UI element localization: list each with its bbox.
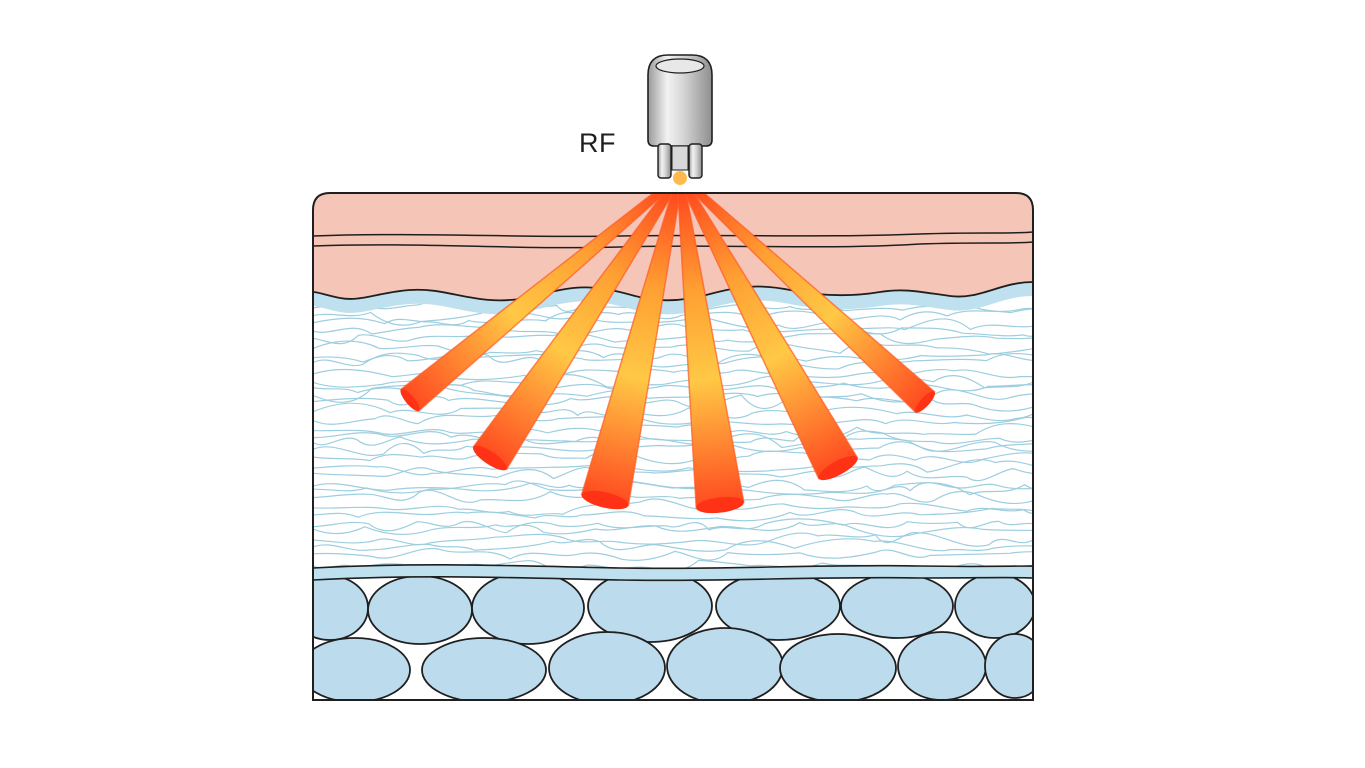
rf-beam-cap bbox=[400, 388, 420, 412]
fat-cell bbox=[666, 627, 784, 700]
rf-beam bbox=[473, 193, 683, 470]
dermis-fiber bbox=[313, 402, 1033, 422]
fat-cell bbox=[779, 633, 897, 700]
dermal-junction-line bbox=[313, 281, 1033, 302]
dermis-fiber bbox=[313, 518, 1033, 534]
rf-beam bbox=[678, 193, 935, 413]
rf-beam-cap bbox=[696, 496, 744, 514]
rf-probe-icon bbox=[647, 54, 713, 185]
fat-cell bbox=[548, 631, 666, 700]
rf-beam bbox=[677, 193, 744, 508]
rf-label: RF bbox=[579, 128, 616, 158]
rf-beam-edge bbox=[580, 193, 684, 507]
fat-cell bbox=[313, 575, 369, 641]
dermis-fiber bbox=[313, 507, 1033, 522]
dermis-fiber bbox=[313, 480, 1033, 496]
rf-beam bbox=[581, 193, 683, 506]
rf-beam bbox=[401, 193, 682, 411]
fat-cell bbox=[367, 575, 473, 645]
dermis-fiber bbox=[313, 459, 1033, 476]
dermis-fiber bbox=[313, 547, 1033, 561]
rf-beam-cap bbox=[473, 445, 507, 471]
dermis-fiber bbox=[313, 489, 1033, 504]
dermis-fiber bbox=[313, 522, 1033, 538]
fat-boundary bbox=[313, 564, 1033, 582]
dermis-fiber bbox=[313, 332, 1033, 345]
dermis-fiber bbox=[313, 538, 1033, 552]
rf-beam-cap bbox=[818, 455, 858, 481]
fat-cell bbox=[840, 573, 954, 639]
rf-beam-edge bbox=[472, 193, 684, 471]
rf-beam-cap bbox=[581, 490, 629, 510]
dermis-fiber bbox=[313, 350, 1033, 365]
fat-cell bbox=[313, 637, 411, 700]
dermis-fiber bbox=[313, 441, 1033, 456]
skin-block-outline bbox=[312, 192, 1034, 701]
fat-cell bbox=[421, 637, 547, 700]
dermis-fiber bbox=[313, 450, 1033, 465]
dermis-fiber bbox=[313, 311, 1033, 331]
fat-cell bbox=[471, 571, 585, 645]
papillary-band bbox=[313, 282, 1033, 315]
dermis-fiber bbox=[313, 433, 1033, 453]
rf-energy-beams bbox=[400, 193, 936, 514]
fat-cell bbox=[954, 573, 1033, 639]
rf-beam-cap bbox=[914, 391, 936, 413]
fat-cell bbox=[984, 633, 1033, 699]
dermis-fiber bbox=[313, 532, 1033, 548]
rf-beam bbox=[677, 193, 858, 479]
fat-cells bbox=[313, 569, 1033, 700]
fat-cell bbox=[897, 631, 987, 700]
rf-beam-edge bbox=[676, 193, 936, 414]
dermis-fiber bbox=[313, 352, 1033, 370]
